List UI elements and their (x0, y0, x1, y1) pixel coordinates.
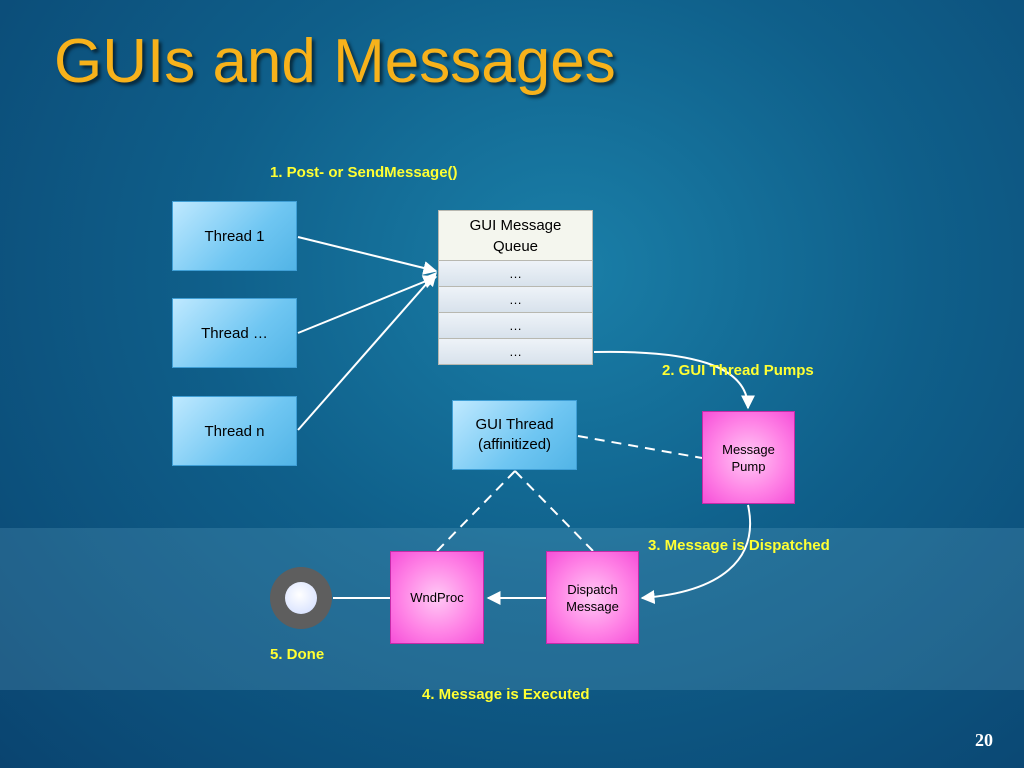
arrow-thread1-to-queue (297, 236, 438, 275)
thread-mid-label: Thread … (201, 324, 268, 342)
light-band (0, 528, 1024, 690)
queue-header-label: GUI Message Queue (469, 216, 562, 255)
thread-n-label: Thread n (204, 422, 265, 440)
message-pump-line1: Message (722, 441, 775, 457)
dispatch-message-box: Dispatch Message (546, 551, 639, 644)
step-1-label: 1. Post- or SendMessage() (270, 164, 458, 181)
queue-row: … (438, 261, 593, 287)
message-pump-box: Message Pump (702, 411, 795, 504)
gui-thread-line2: (affinitized) (477, 436, 552, 453)
done-circle-icon (270, 567, 332, 629)
wndproc-box: WndProc (390, 551, 484, 644)
page-number: 20 (975, 730, 993, 750)
step-3-label: 3. Message is Dispatched (648, 537, 830, 554)
queue-row: … (438, 339, 593, 365)
thread-n-box: Thread n (172, 396, 297, 466)
gui-message-queue: GUI Message Queue … … … … (438, 210, 593, 365)
message-pump-line2: Pump (731, 458, 766, 474)
dispatch-message-line1: Dispatch (567, 581, 618, 597)
gui-thread-line1: GUI Thread (475, 416, 554, 433)
arrow-threadmid-to-queue (297, 275, 438, 334)
step-4-label: 4. Message is Executed (422, 686, 590, 703)
step-5-label: 5. Done (270, 646, 325, 663)
dash-guithread-to-wndproc (436, 470, 516, 552)
dash-guithread-to-dispatch (514, 470, 594, 552)
thread-1-box: Thread 1 (172, 201, 297, 271)
dash-guithread-to-pump (577, 435, 703, 459)
wndproc-label: WndProc (410, 590, 464, 605)
gui-thread-box: GUI Thread (affinitized) (452, 400, 577, 470)
queue-row: … (438, 287, 593, 313)
step-2-label: 2. GUI Thread Pumps (662, 362, 814, 379)
slide-title: GUIs and Messages (54, 27, 616, 96)
arrow-threadn-to-queue (297, 271, 437, 431)
done-circle-inner (285, 582, 317, 614)
arrow-pump-to-dispatch (640, 504, 751, 605)
arrow-queue-to-pump (593, 350, 755, 410)
queue-header: GUI Message Queue (438, 210, 593, 261)
queue-row: … (438, 313, 593, 339)
thread-1-label: Thread 1 (204, 227, 265, 245)
dispatch-message-line2: Message (566, 598, 619, 614)
thread-mid-box: Thread … (172, 298, 297, 368)
